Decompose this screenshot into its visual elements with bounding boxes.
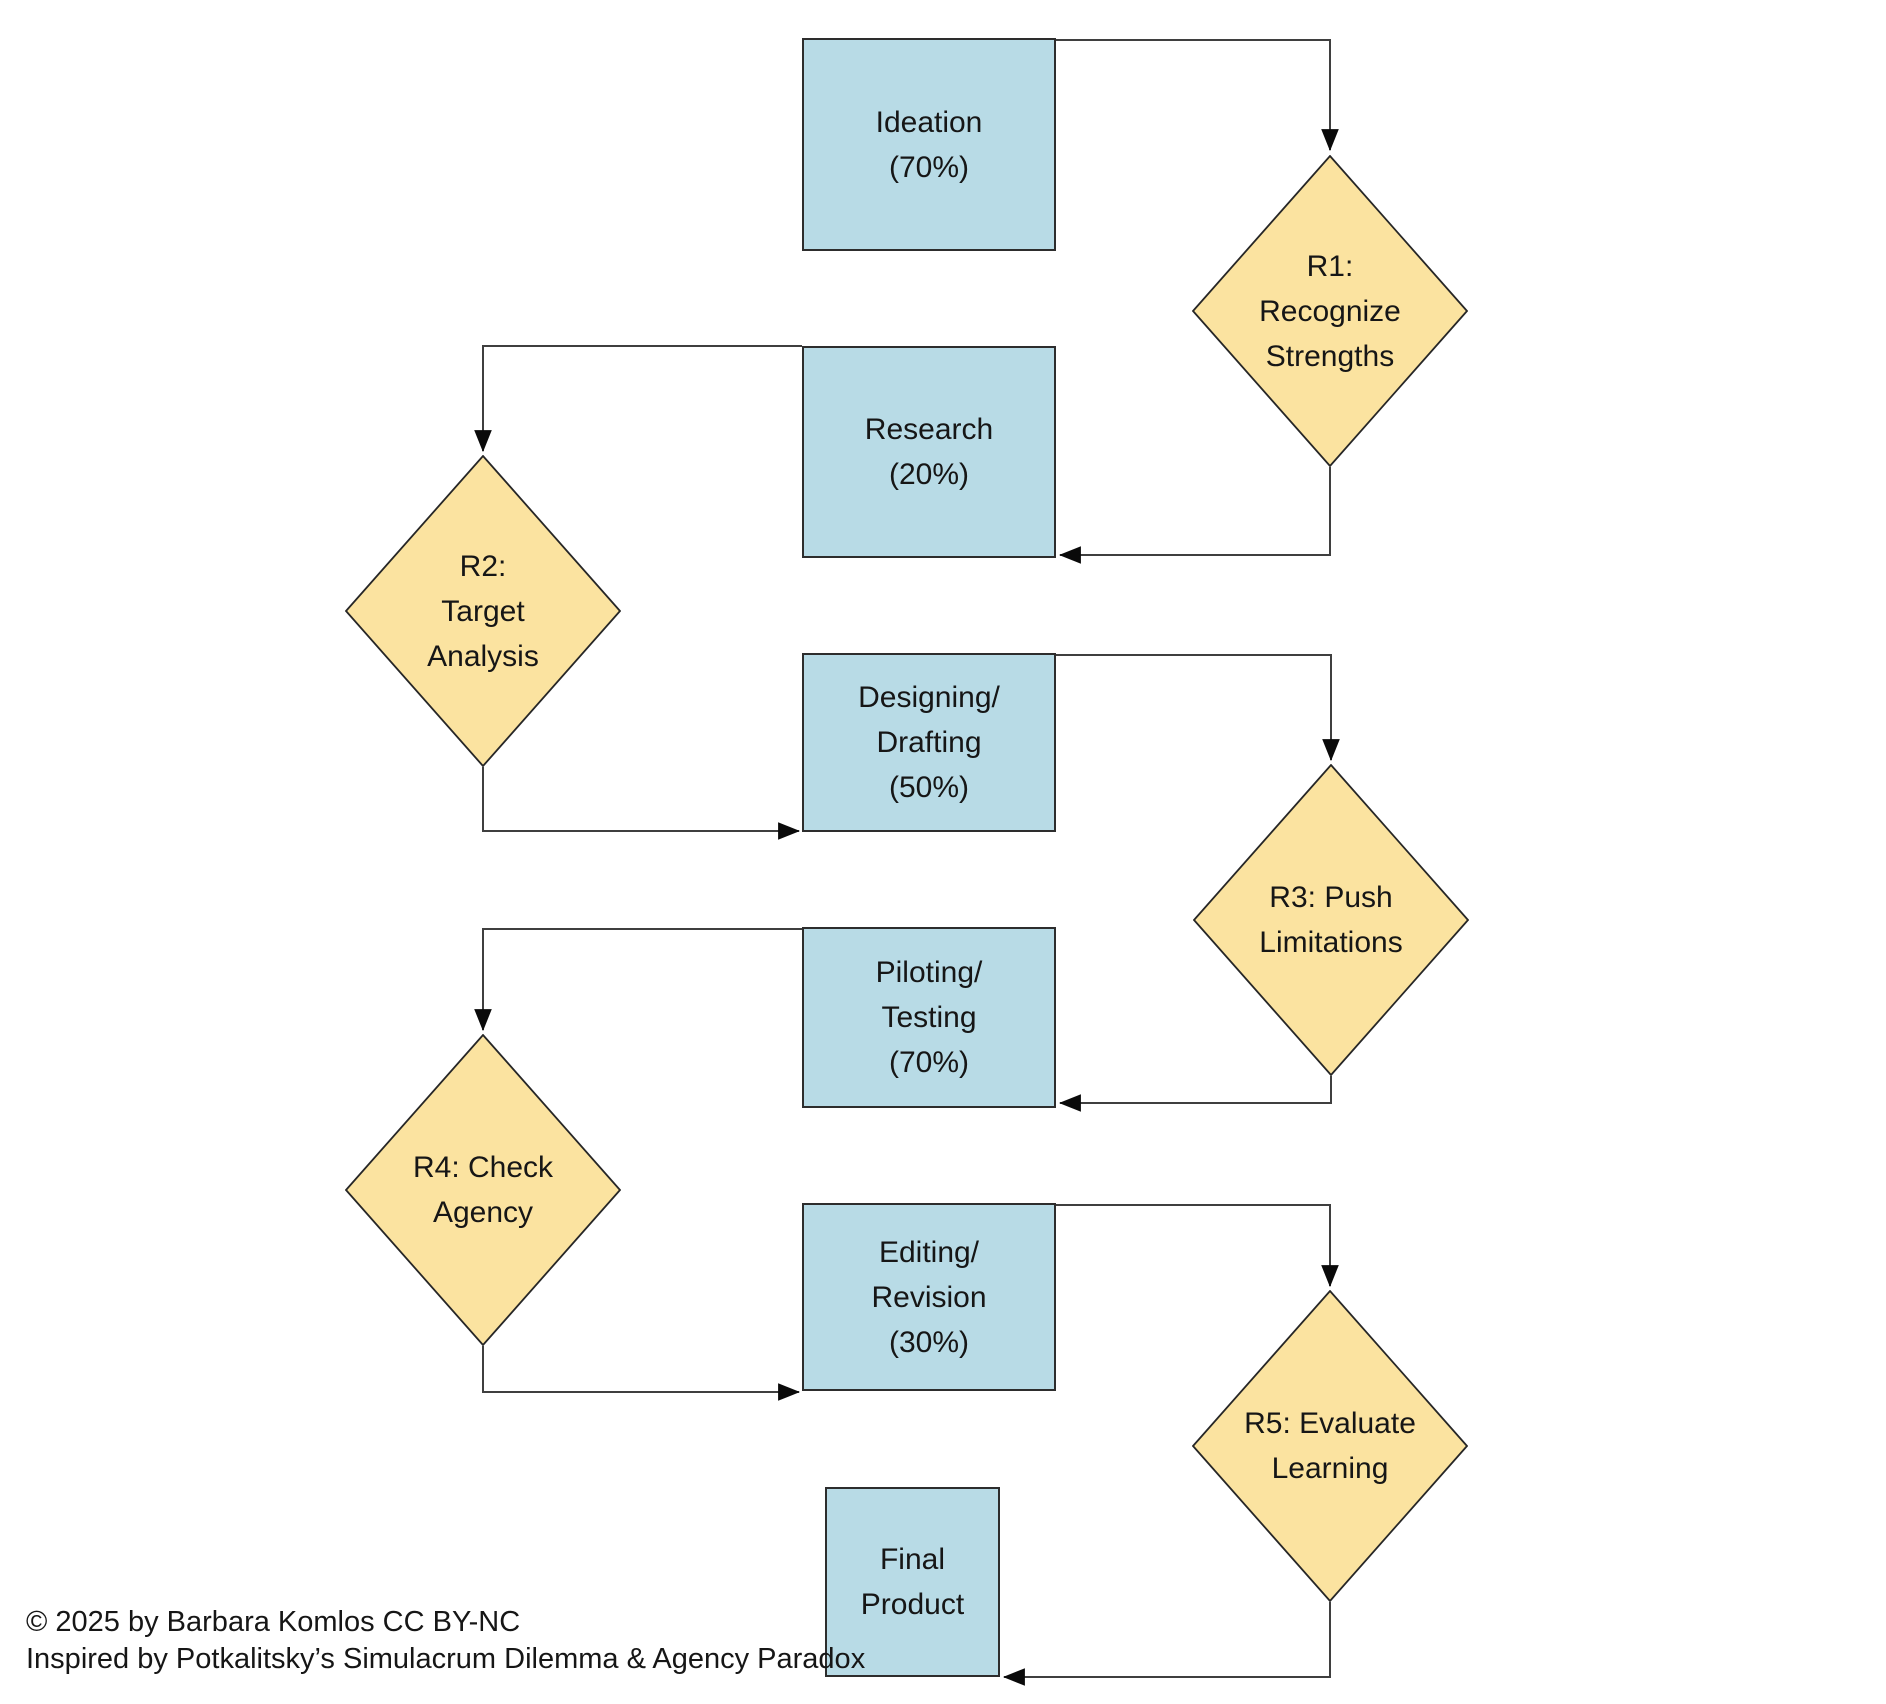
connector-r5-to-final <box>1002 1602 1331 1686</box>
node-r5-line2: Learning <box>1271 1452 1389 1485</box>
node-r4-line2: Agency <box>432 1196 534 1229</box>
node-r1-line3: Strengths <box>1265 339 1395 373</box>
copyright-line: © 2025 by Barbara Komlos CC BY-NC <box>26 1606 521 1638</box>
node-designing-line1: Designing/ <box>858 681 1000 714</box>
node-r1-line1: R1: <box>1306 249 1354 283</box>
attribution-line: Inspired by Potkalitsky’s Simulacrum Dil… <box>26 1643 866 1675</box>
node-r4-diamond: R4: Check Agency <box>345 1034 621 1346</box>
node-r3-line2: Limitations <box>1259 926 1403 959</box>
connector-research-to-r2 <box>474 345 802 453</box>
r2-diamond-shape <box>345 455 621 767</box>
r5-diamond-shape <box>1192 1290 1468 1602</box>
node-final-product-line2: Product <box>860 1588 965 1621</box>
node-piloting-box: Piloting/ Testing (70%) <box>802 927 1056 1108</box>
node-final-product-label: Final Product <box>861 1537 964 1627</box>
connector-r2-to-designing <box>482 767 801 840</box>
r4-diamond-shape <box>345 1034 621 1346</box>
connector-designing-to-r3 <box>1056 654 1340 762</box>
node-research-label: Research (20%) <box>865 407 993 497</box>
node-editing-line1: Editing/ <box>878 1235 980 1269</box>
node-final-product-box: Final Product <box>825 1487 1000 1677</box>
node-piloting-line1: Piloting/ <box>875 956 983 989</box>
node-r5-line1: R5: Evaluate <box>1244 1407 1416 1440</box>
node-r2-line1: R2: <box>459 549 507 583</box>
node-ideation-label: Ideation (70%) <box>876 100 983 190</box>
node-designing-line3: (50%) <box>888 771 969 804</box>
connector-r3-to-piloting <box>1058 1076 1332 1112</box>
node-r2-diamond: R2: Target Analysis <box>345 455 621 767</box>
node-r5-diamond: R5: Evaluate Learning <box>1192 1290 1468 1602</box>
node-designing-box: Designing/ Drafting (50%) <box>802 653 1056 832</box>
node-research-line1: Research <box>864 413 994 446</box>
node-designing-label: Designing/ Drafting (50%) <box>858 675 1000 810</box>
node-designing-line2: Drafting <box>876 726 982 759</box>
node-r3-line1: R3: Push <box>1269 881 1393 914</box>
node-piloting-line2: Testing <box>881 1001 977 1034</box>
node-ideation-box: Ideation (70%) <box>802 38 1056 251</box>
node-editing-line3: (30%) <box>888 1325 970 1359</box>
connector-editing-to-r5 <box>1056 1204 1339 1288</box>
node-piloting-label: Piloting/ Testing (70%) <box>876 950 983 1085</box>
footer: © 2025 by Barbara Komlos CC BY-NC Inspir… <box>26 1604 865 1678</box>
node-r4-label: R4: Check Agency <box>413 1145 553 1235</box>
node-editing-label: Editing/ Revision (30%) <box>871 1230 986 1365</box>
node-r1-label: R1: Recognize Strengths <box>1259 244 1401 379</box>
node-ideation-line2: (70%) <box>888 150 969 184</box>
node-piloting-line3: (70%) <box>888 1046 969 1079</box>
node-r2-label: R2: Target Analysis <box>427 544 539 679</box>
node-r3-diamond: R3: Push Limitations <box>1193 764 1469 1076</box>
node-ideation-line1: Ideation <box>875 105 983 139</box>
connector-ideation-to-r1 <box>1056 39 1339 152</box>
node-r3-label: R3: Push Limitations <box>1259 875 1402 965</box>
node-r2-line3: Analysis <box>427 639 539 673</box>
node-research-box: Research (20%) <box>802 346 1056 558</box>
node-r4-line1: R4: Check <box>412 1151 554 1184</box>
connector-r4-to-editing <box>482 1346 801 1401</box>
connector-piloting-to-r4 <box>474 928 802 1032</box>
connector-r1-to-research <box>1058 467 1331 564</box>
node-r1-line2: Recognize <box>1259 294 1401 328</box>
r1-diamond-shape <box>1192 155 1468 467</box>
node-final-product-line1: Final <box>879 1543 945 1576</box>
node-research-line2: (20%) <box>888 458 970 491</box>
node-r1-diamond: R1: Recognize Strengths <box>1192 155 1468 467</box>
node-editing-line2: Revision <box>871 1280 987 1314</box>
node-r2-line2: Target <box>441 594 525 628</box>
r3-diamond-shape <box>1193 764 1469 1076</box>
node-r5-label: R5: Evaluate Learning <box>1244 1401 1416 1491</box>
node-editing-box: Editing/ Revision (30%) <box>802 1203 1056 1391</box>
